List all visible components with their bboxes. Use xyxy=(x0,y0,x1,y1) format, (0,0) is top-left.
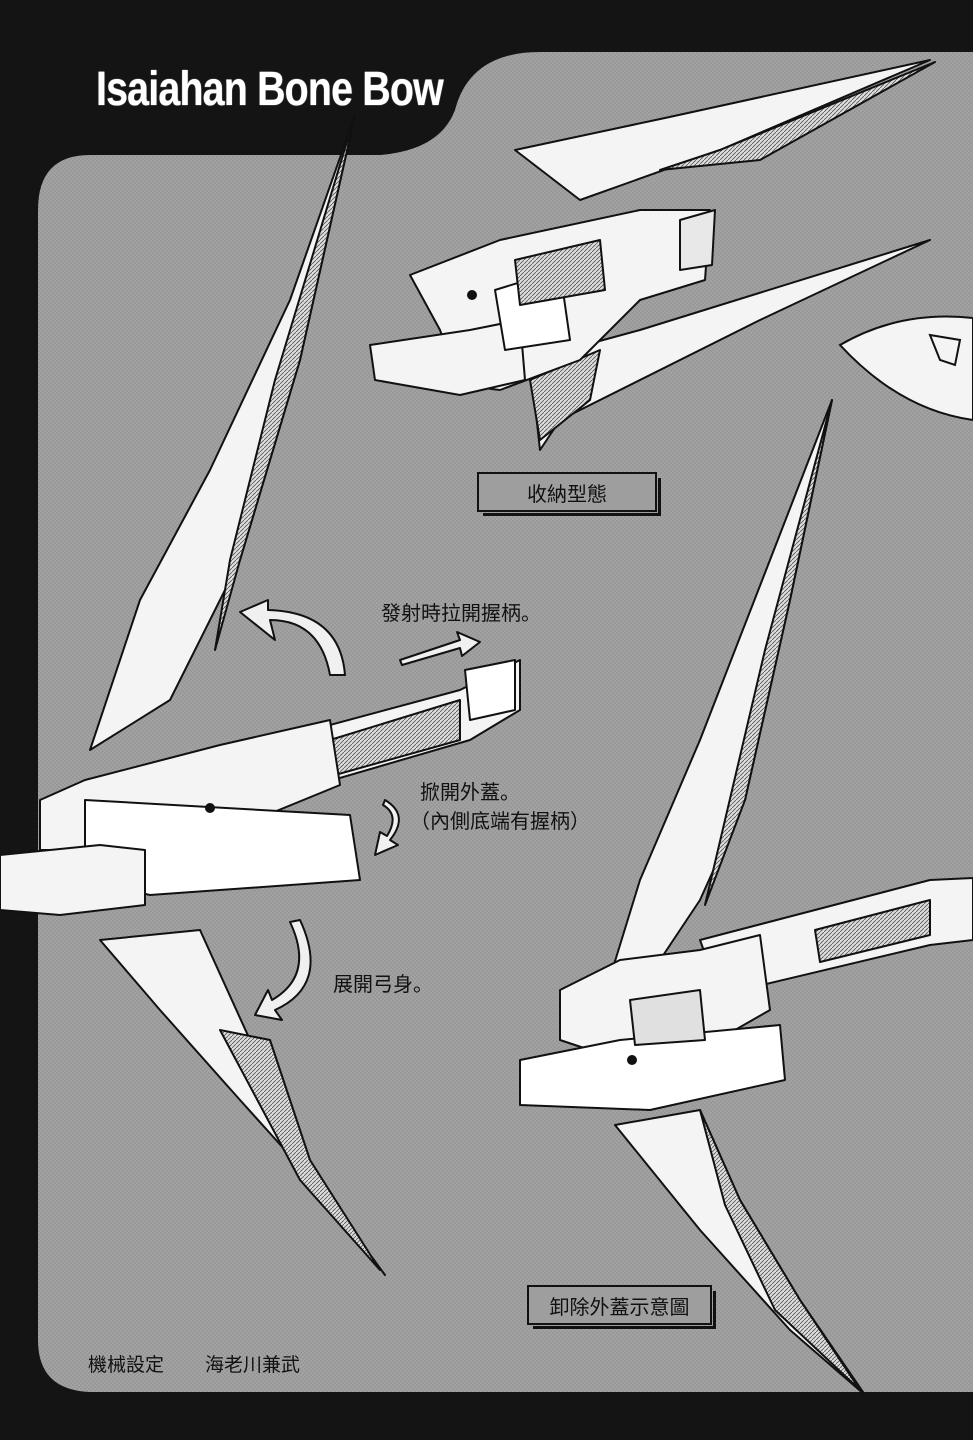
page-title: Isaiahan Bone Bow xyxy=(96,63,444,116)
stowed-form-label: 收納型態 xyxy=(477,472,661,516)
pull-grip-note: 發射時拉開握柄。 xyxy=(381,601,541,625)
motion-arrows xyxy=(239,599,481,1021)
open-cover-note: 掀開外蓋。 xyxy=(420,780,520,804)
flip-arrow xyxy=(374,799,400,856)
partial-blade-right-edge xyxy=(838,315,973,422)
bow-stowed-form xyxy=(369,59,936,451)
deploy-arrow xyxy=(254,919,312,1021)
deploy-limbs-note: 展開弓身。 xyxy=(333,972,433,996)
bow-cover-removed xyxy=(519,399,973,1396)
open-cover-note-detail: （內側底端有握柄） xyxy=(410,809,590,833)
credit-name: 海老川兼武 xyxy=(205,1354,301,1376)
credit-role: 機械設定 xyxy=(88,1354,165,1376)
bow-deployed-left xyxy=(0,114,521,1276)
cover-removed-label: 卸除外蓋示意圖 xyxy=(527,1285,716,1329)
rotate-arrow-top xyxy=(239,599,346,676)
pull-arrow xyxy=(399,631,481,666)
